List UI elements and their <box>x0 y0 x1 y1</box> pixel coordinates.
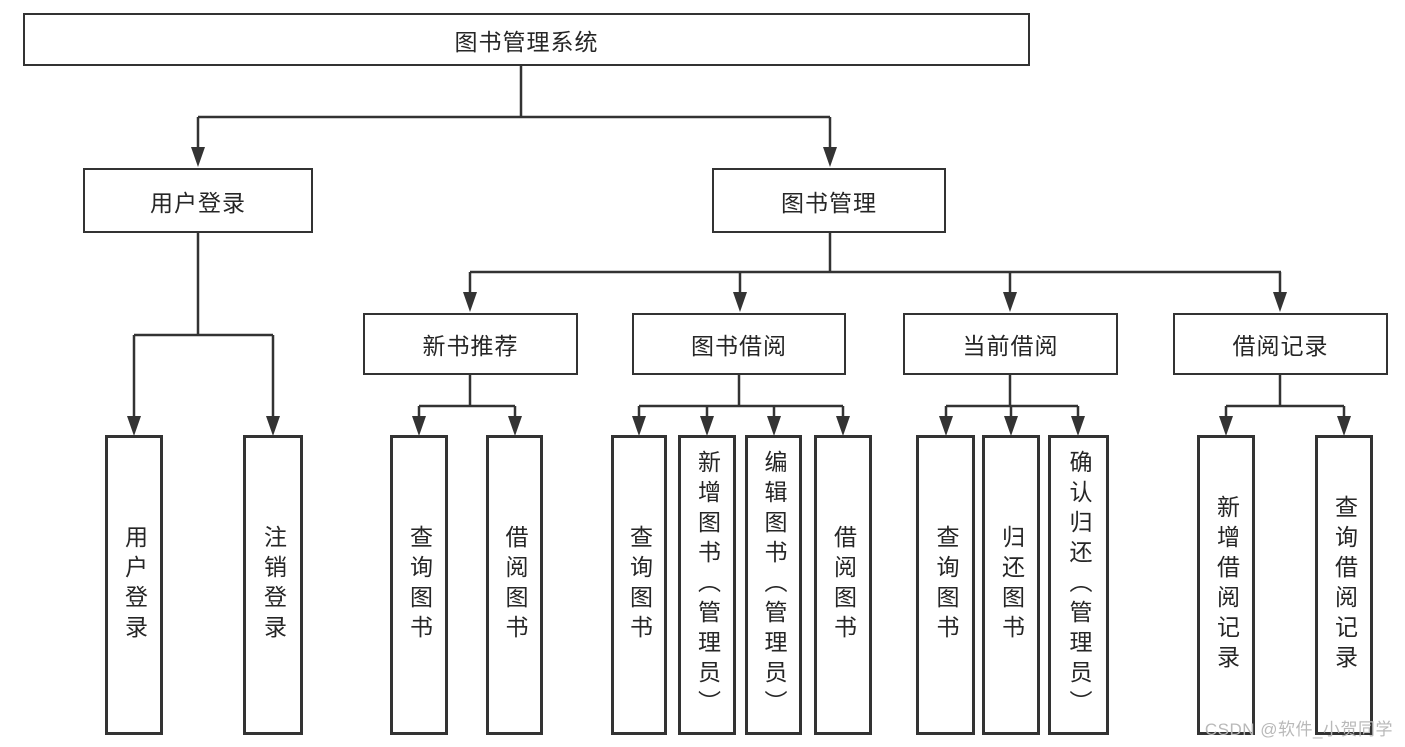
leaf-label: 编辑图书（管理员） <box>761 450 787 720</box>
leaf-label: 借阅图书 <box>830 525 857 645</box>
leaf-return-books: 归还图书 <box>982 435 1040 735</box>
node-current-borrow: 当前借阅 <box>903 313 1118 375</box>
leaf-label: 查询图书 <box>933 525 959 645</box>
node-label: 图书管理 <box>781 189 877 216</box>
leaf-label: 新增图书（管理员） <box>694 450 721 720</box>
csdn-watermark: CSDN @软件_小贺同学 <box>1204 720 1393 739</box>
leaf-label: 用户登录 <box>121 525 148 645</box>
leaf-label: 查询图书 <box>626 525 653 645</box>
leaf-label: 查询借阅记录 <box>1331 495 1358 675</box>
leaf-add-books-admin: 新增图书（管理员） <box>678 435 736 735</box>
leaf-label: 注销登录 <box>260 525 287 645</box>
leaf-edit-books-admin: 编辑图书（管理员） <box>745 435 802 735</box>
node-label: 当前借阅 <box>962 333 1059 359</box>
node-borrow-record: 借阅记录 <box>1173 313 1388 375</box>
leaf-query-borrow-record: 查询借阅记录 <box>1315 435 1373 735</box>
node-book-management: 图书管理 <box>712 168 946 233</box>
node-label: 用户登录 <box>150 189 246 216</box>
node-label: 新书推荐 <box>422 333 519 359</box>
leaf-label: 确认归还（管理员） <box>1066 450 1092 720</box>
leaf-confirm-return-admin: 确认归还（管理员） <box>1048 435 1109 735</box>
leaf-logout: 注销登录 <box>243 435 303 735</box>
node-new-book-recommend: 新书推荐 <box>363 313 578 375</box>
leaf-borrow-books-recommend: 借阅图书 <box>486 435 543 735</box>
leaf-query-books-borrow: 查询图书 <box>611 435 667 735</box>
leaf-label: 归还图书 <box>998 525 1025 645</box>
node-library-management-system: 图书管理系统 <box>23 13 1030 66</box>
node-label: 图书管理系统 <box>454 28 599 55</box>
leaf-label: 借阅图书 <box>502 525 528 645</box>
leaf-query-books-current: 查询图书 <box>916 435 975 735</box>
leaf-query-books-recommend: 查询图书 <box>390 435 448 735</box>
arrowheads <box>127 147 1351 436</box>
leaf-borrow-books: 借阅图书 <box>814 435 872 735</box>
node-user-login: 用户登录 <box>83 168 313 233</box>
leaf-user-login: 用户登录 <box>105 435 163 735</box>
leaf-label: 新增借阅记录 <box>1213 495 1240 675</box>
node-label: 借阅记录 <box>1232 333 1329 359</box>
node-book-borrow: 图书借阅 <box>632 313 846 375</box>
leaf-label: 查询图书 <box>406 525 433 645</box>
node-label: 图书借阅 <box>691 333 787 359</box>
leaf-add-borrow-record: 新增借阅记录 <box>1197 435 1255 735</box>
